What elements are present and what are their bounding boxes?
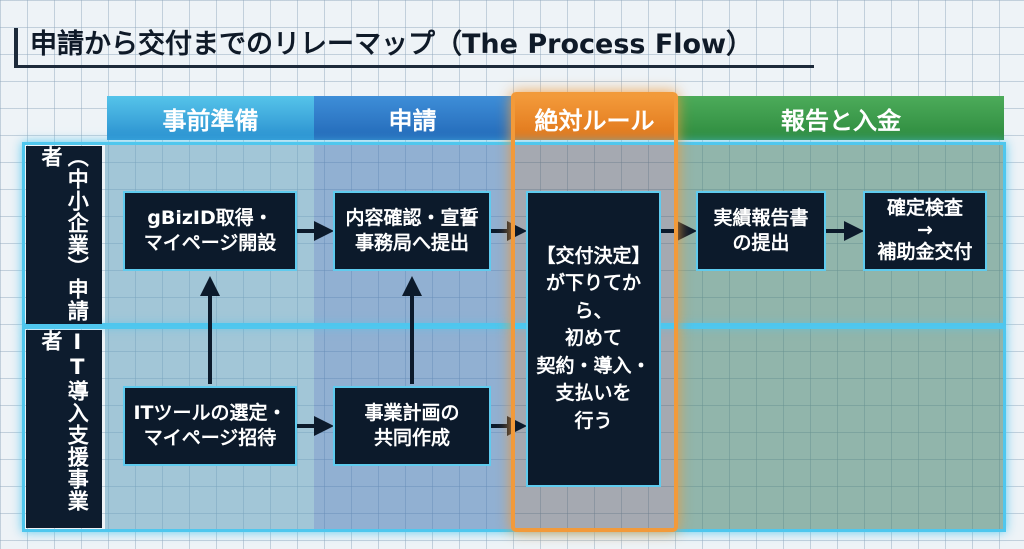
box-rule-line1: 【交付決定】 [536, 244, 651, 267]
box-confirm-line2: 事務局へ提出 [354, 232, 469, 254]
box-report: 実績報告書 の提出 [696, 191, 826, 271]
box-rule-line6: 行う [574, 409, 613, 432]
phase-header-report-payment: 報告と入金 [678, 96, 1004, 140]
box-select-line2: マイページ招待 [143, 427, 277, 449]
box-rule-line3: 初めて [564, 327, 622, 350]
box-grant-line1: 確定検査 [886, 197, 963, 220]
box-absolute-rule: 【交付決定】 が下りてから、 初めて 契約・導入・ 支払いを 行う [526, 191, 661, 487]
box-rule-line4: 契約・導入・ [536, 354, 651, 377]
box-plan-line1: 事業計画の [364, 402, 460, 425]
box-business-plan: 事業計画の 共同作成 [333, 386, 491, 466]
lane-label-vendor-text: IT導入支援事業者 [39, 330, 90, 512]
box-gbizid: gBizID取得・ マイページ開設 [123, 191, 297, 271]
absolute-rule-highlight-frame [511, 92, 678, 532]
box-grant: 確定検査 → 補助金交付 [863, 191, 987, 271]
page-title: 申請から交付までのリレーマップ（The Process Flow） [14, 28, 814, 68]
lane-label-vendor: IT導入支援事業者 [26, 330, 102, 528]
box-tool-selection: ITツールの選定・ マイページ招待 [123, 386, 297, 466]
box-plan-line2: 共同作成 [373, 427, 450, 449]
box-gbizid-line2: マイページ開設 [143, 232, 277, 254]
box-confirm-submit: 内容確認・宣誓 事務局へ提出 [333, 191, 491, 271]
box-gbizid-line1: gBizID取得・ [147, 207, 273, 230]
box-grant-line2: → [917, 219, 933, 242]
box-select-line1: ITツールの選定・ [133, 402, 287, 425]
phase-header-application: 申請 [314, 96, 511, 140]
box-report-line2: の提出 [732, 232, 790, 254]
lane-label-applicant-text: （中小企業）申請者 [39, 146, 90, 322]
box-rule-line5: 支払いを [555, 382, 632, 405]
box-grant-line3: 補助金交付 [877, 240, 973, 263]
phase-header-absolute-rule: 絶対ルール [511, 96, 678, 140]
box-rule-line2: が下りてから、 [545, 272, 641, 322]
phase-header-preparation: 事前準備 [107, 96, 314, 140]
box-report-line1: 実績報告書 [713, 207, 809, 230]
lane-label-applicant: （中小企業）申請者 [26, 146, 102, 324]
box-confirm-line1: 内容確認・宣誓 [345, 207, 479, 230]
